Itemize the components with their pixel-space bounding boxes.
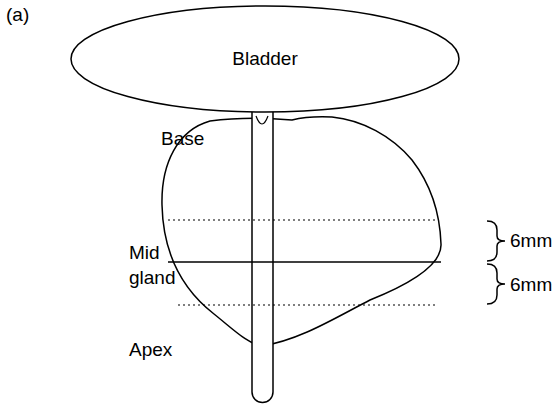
dotted-boundary: [168, 219, 435, 220]
region-label: 6mm: [510, 228, 556, 253]
bladder-ellipse: [71, 6, 459, 112]
region-label: Apex: [129, 337, 189, 362]
region-label: Mid gland: [129, 240, 185, 290]
bracket: [487, 221, 505, 261]
organ-shape: Bladder: [70, 5, 460, 113]
organ-label: Bladder: [232, 47, 298, 71]
region-label: Base: [161, 126, 221, 151]
mid-line: [168, 261, 441, 263]
prostate-outline: [162, 117, 441, 346]
dotted-boundary: [178, 304, 435, 305]
region-label: 6mm: [510, 272, 556, 297]
bracket: [487, 264, 505, 304]
urethra-notch: [256, 116, 268, 124]
region-label: (a): [6, 2, 46, 27]
urethra: [252, 108, 273, 403]
